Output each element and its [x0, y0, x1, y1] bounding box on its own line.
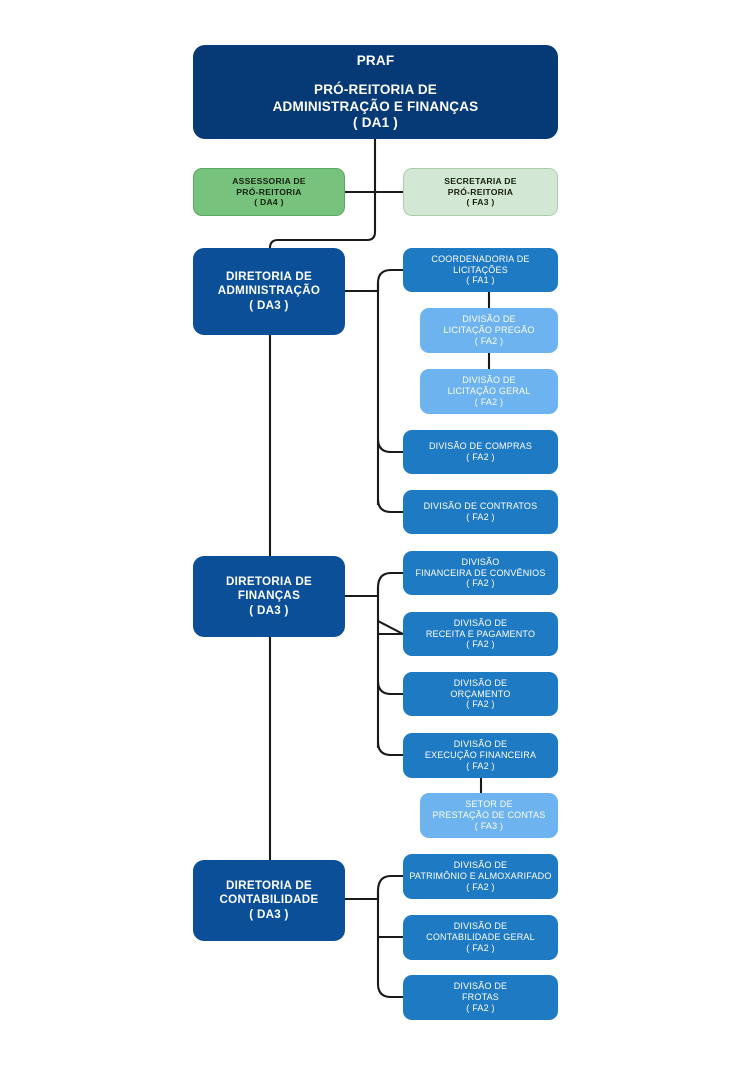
node-divisao-financeira-convenios[interactable]: DIVISÃO FINANCEIRA DE CONVÊNIOS ( FA2 ) — [403, 551, 558, 595]
root-code: ( DA1 ) — [353, 114, 398, 130]
node-divisao-licitacao-geral[interactable]: DIVISÃO DE LICITAÇÃO GERAL ( FA2 ) — [420, 369, 558, 414]
node-setor-prestacao-contas[interactable]: SETOR DE PRESTAÇÃO DE CONTAS ( FA3 ) — [420, 793, 558, 838]
node-coordenadoria-licitacoes[interactable]: COORDENADORIA DE LICITAÇÕES ( FA1 ) — [403, 248, 558, 292]
node-divisao-orcamento[interactable]: DIVISÃO DE ORÇAMENTO ( FA2 ) — [403, 672, 558, 716]
node-divisao-contabilidade-geral[interactable]: DIVISÃO DE CONTABILIDADE GERAL ( FA2 ) — [403, 915, 558, 960]
dir-fin-line1: DIRETORIA DE — [225, 575, 313, 589]
dir-cont-code: ( DA3 ) — [249, 907, 289, 921]
node-divisao-compras[interactable]: DIVISÃO DE COMPRAS ( FA2 ) — [403, 430, 558, 474]
secretaria-line1: SECRETARIA DE — [444, 176, 517, 187]
assessoria-line2: PRÓ-REITORIA — [236, 186, 302, 197]
div-orcamento-line1: DIVISÃO DE — [453, 677, 508, 688]
div-cont-geral-code: ( FA2 ) — [466, 942, 495, 953]
dir-adm-code: ( DA3 ) — [249, 298, 289, 312]
div-lic-geral-line2: LICITAÇÃO GERAL — [447, 386, 531, 397]
div-frotas-code: ( FA2 ) — [466, 1002, 495, 1013]
div-patrimonio-code: ( FA2 ) — [466, 881, 495, 892]
node-praf-root[interactable]: PRAF PRÓ-REITORIA DE ADMINISTRAÇÃO E FIN… — [193, 45, 558, 139]
div-frotas-line2: FROTAS — [461, 992, 500, 1003]
secretaria-line2: PRÓ-REITORIA — [447, 186, 514, 197]
node-secretaria-pro-reitoria[interactable]: SECRETARIA DE PRÓ-REITORIA ( FA3 ) — [403, 168, 558, 216]
div-compras-code: ( FA2 ) — [466, 452, 495, 462]
setor-prestacao-line1: SETOR DE — [465, 799, 513, 810]
dir-adm-line1: DIRETORIA DE — [225, 270, 313, 284]
div-patrimonio-line2: PATRIMÔNIO E ALMOXARIFADO — [409, 871, 552, 882]
div-compras-line1: DIVISÃO DE COMPRAS — [428, 441, 533, 452]
div-receita-code: ( FA2 ) — [466, 639, 495, 650]
assessoria-code: ( DA4 ) — [254, 197, 284, 208]
dir-cont-line1: DIRETORIA DE — [225, 879, 313, 893]
div-convenios-code: ( FA2 ) — [466, 578, 495, 589]
div-execucao-line1: DIVISÃO DE — [453, 739, 508, 750]
div-patrimonio-line1: DIVISÃO DE — [453, 860, 508, 871]
coord-lic-line1: COORDENADORIA DE — [431, 253, 530, 264]
assessoria-line1: ASSESSORIA DE — [232, 176, 306, 187]
div-lic-geral-line1: DIVISÃO DE — [462, 375, 516, 386]
root-line1: PRÓ-REITORIA DE — [313, 82, 437, 98]
node-divisao-contratos[interactable]: DIVISÃO DE CONTRATOS ( FA2 ) — [403, 490, 558, 534]
div-orcamento-code: ( FA2 ) — [466, 699, 495, 710]
div-convenios-line2: FINANCEIRA DE CONVÊNIOS — [415, 567, 546, 578]
node-divisao-frotas[interactable]: DIVISÃO DE FROTAS ( FA2 ) — [403, 975, 558, 1020]
root-acronym: PRAF — [356, 52, 395, 68]
root-line2: ADMINISTRAÇÃO E FINANÇAS — [272, 98, 479, 114]
div-pregao-line1: DIVISÃO DE — [462, 314, 516, 325]
node-diretoria-financas[interactable]: DIRETORIA DE FINANÇAS ( DA3 ) — [193, 556, 345, 637]
dir-fin-code: ( DA3 ) — [249, 603, 289, 617]
node-divisao-patrimonio-almoxarifado[interactable]: DIVISÃO DE PATRIMÔNIO E ALMOXARIFADO ( F… — [403, 854, 558, 899]
secretaria-code: ( FA3 ) — [466, 197, 495, 208]
coord-lic-code: ( FA1 ) — [466, 275, 495, 286]
div-cont-geral-line2: CONTABILIDADE GERAL — [426, 932, 535, 943]
coord-lic-line2: LICITAÇÕES — [453, 264, 508, 275]
div-orcamento-line2: ORÇAMENTO — [450, 688, 511, 699]
setor-prestacao-code: ( FA3 ) — [474, 820, 504, 831]
node-divisao-licitacao-pregao[interactable]: DIVISÃO DE LICITAÇÃO PREGÃO ( FA2 ) — [420, 308, 558, 353]
div-execucao-line2: EXECUÇÃO FINANCEIRA — [424, 750, 537, 761]
div-pregao-line2: LICITAÇÃO PREGÃO — [443, 325, 535, 336]
dir-cont-line2: CONTABILIDADE — [219, 893, 319, 907]
div-receita-line2: RECEITA E PAGAMENTO — [425, 628, 536, 639]
div-convenios-line1: DIVISÃO — [461, 556, 500, 567]
node-assessoria-pro-reitoria[interactable]: ASSESSORIA DE PRÓ-REITORIA ( DA4 ) — [193, 168, 345, 216]
div-cont-geral-line1: DIVISÃO DE — [453, 921, 508, 932]
node-divisao-receita-pagamento[interactable]: DIVISÃO DE RECEITA E PAGAMENTO ( FA2 ) — [403, 612, 558, 656]
node-divisao-execucao-financeira[interactable]: DIVISÃO DE EXECUÇÃO FINANCEIRA ( FA2 ) — [403, 733, 558, 778]
div-contratos-line1: DIVISÃO DE CONTRATOS — [423, 501, 538, 512]
div-receita-line1: DIVISÃO DE — [453, 617, 508, 628]
div-contratos-code: ( FA2 ) — [466, 512, 495, 522]
div-frotas-line1: DIVISÃO DE — [453, 981, 508, 992]
node-diretoria-contabilidade[interactable]: DIRETORIA DE CONTABILIDADE ( DA3 ) — [193, 860, 345, 941]
div-lic-geral-code: ( FA2 ) — [474, 396, 504, 407]
div-pregao-code: ( FA2 ) — [474, 335, 504, 346]
div-execucao-code: ( FA2 ) — [466, 760, 495, 771]
setor-prestacao-line2: PRESTAÇÃO DE CONTAS — [432, 810, 546, 821]
dir-adm-line2: ADMINISTRAÇÃO — [217, 284, 321, 298]
node-diretoria-administracao[interactable]: DIRETORIA DE ADMINISTRAÇÃO ( DA3 ) — [193, 248, 345, 335]
dir-fin-line2: FINANÇAS — [237, 589, 301, 603]
